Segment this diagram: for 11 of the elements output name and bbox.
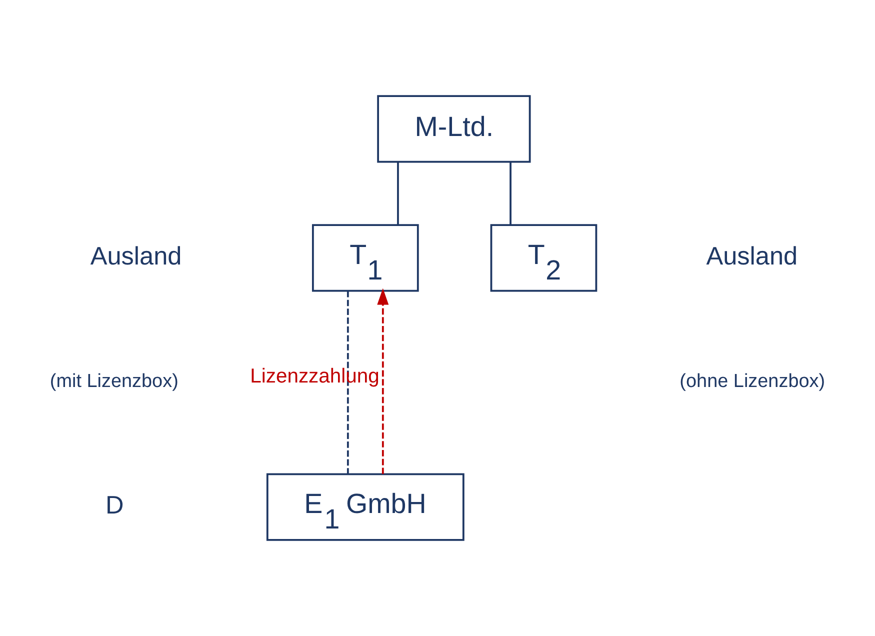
node-box: M-Ltd. [377, 95, 531, 163]
arrow [377, 288, 389, 474]
label: Ausland [706, 242, 798, 270]
connector [510, 162, 512, 225]
label: D [106, 491, 124, 520]
label: Ausland [90, 242, 182, 270]
connector [397, 162, 399, 225]
edge-label: Lizenzzahlung [250, 365, 380, 388]
label: (mit Lizenzbox) [50, 370, 178, 392]
connector [346, 291, 349, 474]
label: (ohne Lizenzbox) [680, 370, 826, 392]
